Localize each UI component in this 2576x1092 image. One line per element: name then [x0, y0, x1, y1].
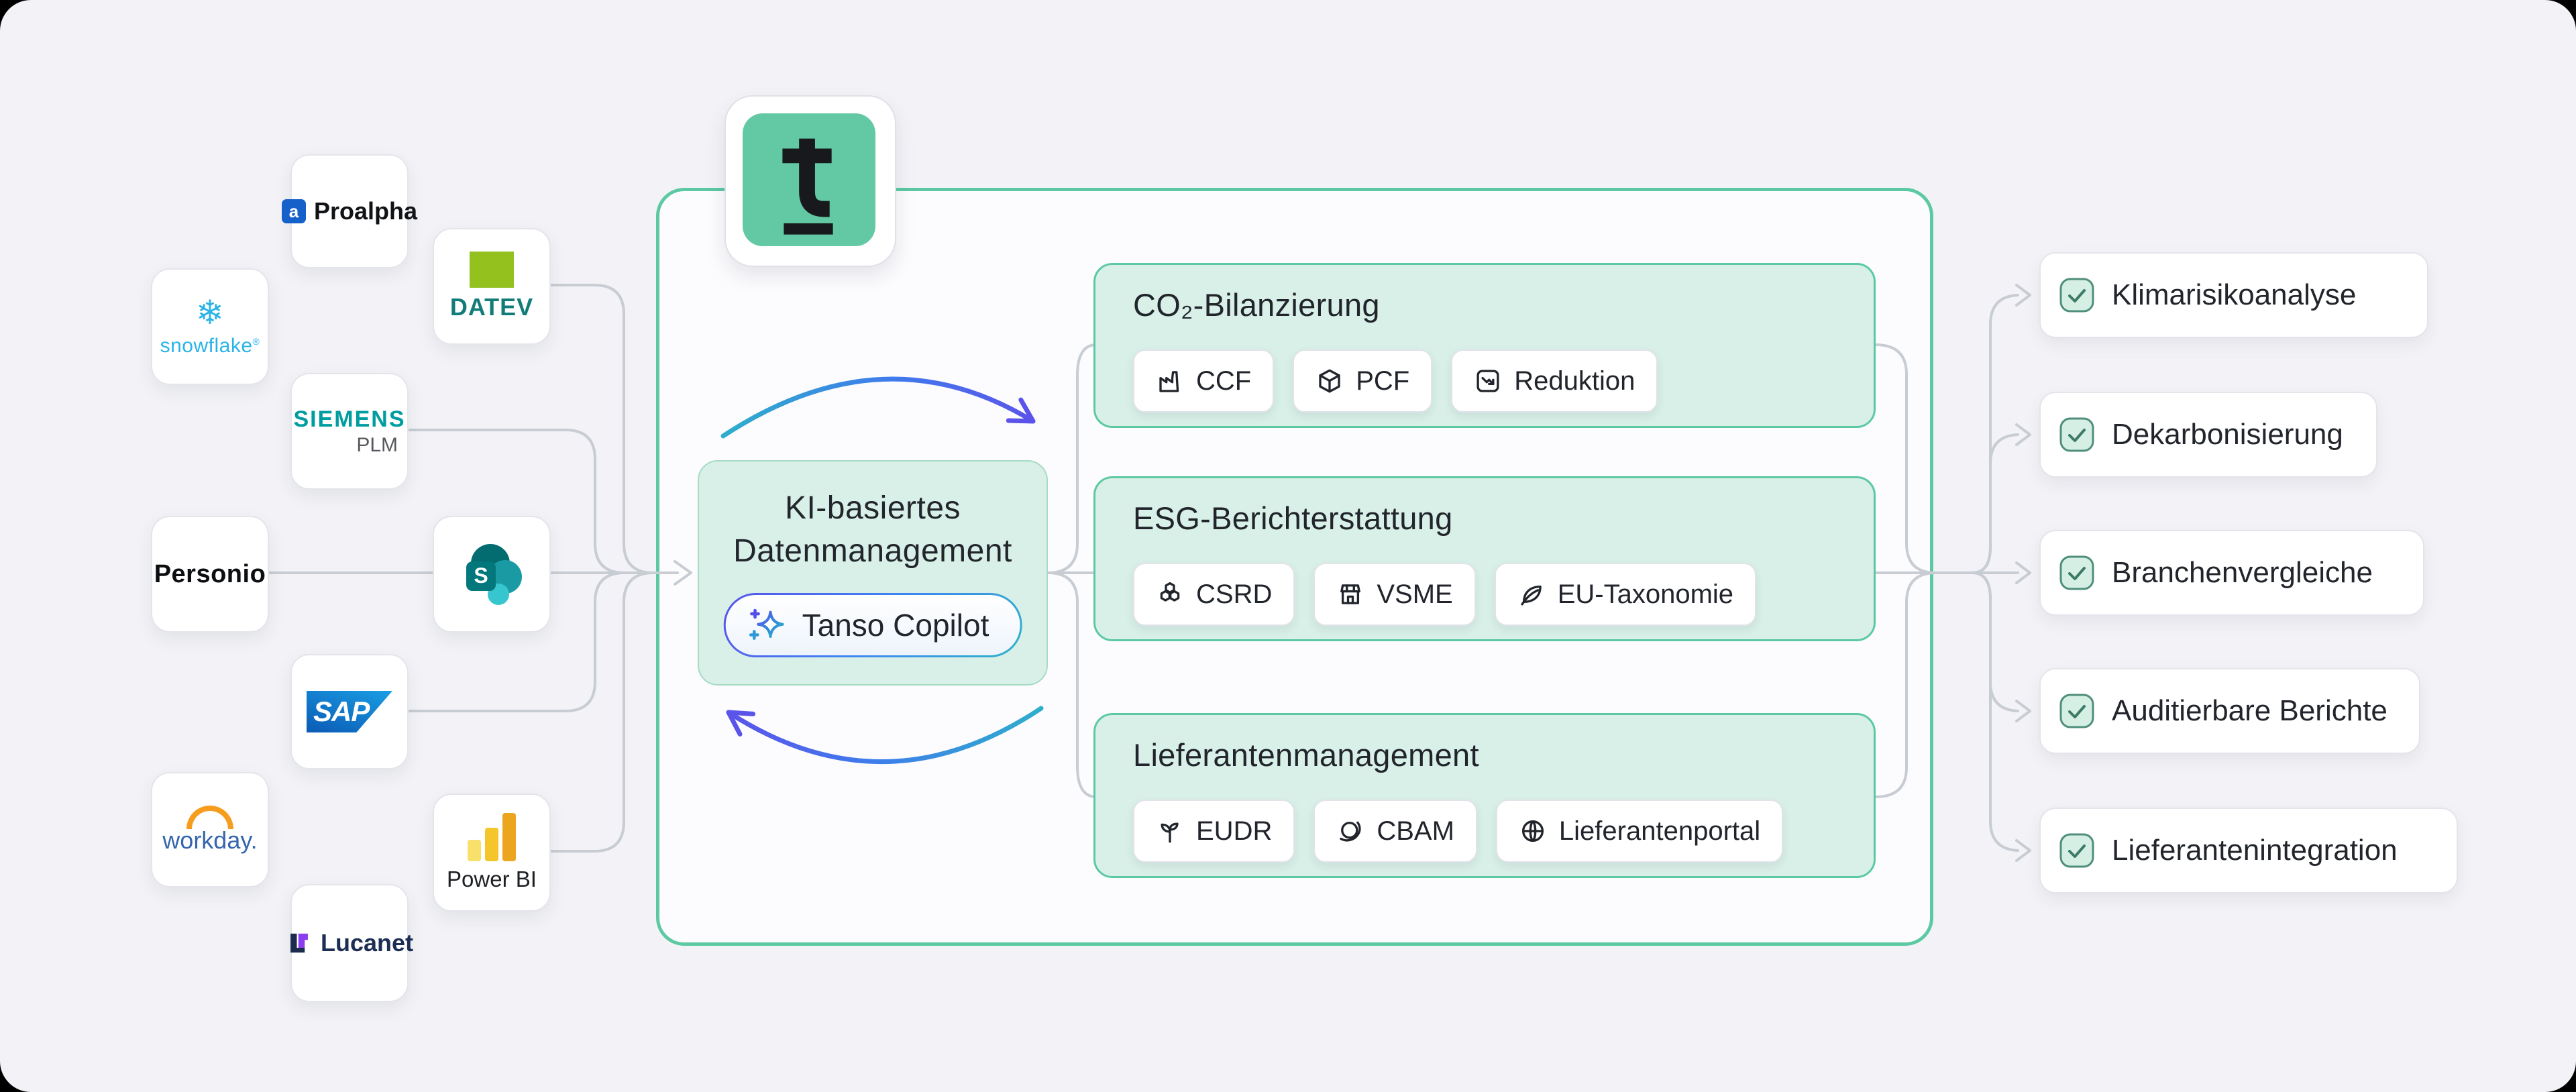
output-label: Klimarisikoanalyse — [2112, 278, 2357, 311]
datev-icon — [470, 252, 514, 288]
powerbi-label: Power BI — [447, 867, 537, 891]
chip-label: EU-Taxonomie — [1557, 579, 1734, 609]
checkbox-checked-icon — [2059, 555, 2094, 590]
output-auditierbare-berichte: Auditierbare Berichte — [2039, 668, 2420, 754]
tanso-logo — [743, 113, 875, 246]
integration-card-sap: SAP — [290, 654, 409, 769]
checkbox-checked-icon — [2059, 278, 2094, 313]
chip-eudr: EUDR — [1133, 800, 1295, 863]
sprout-icon — [1161, 822, 1179, 843]
orbit-icon — [1340, 821, 1361, 842]
chip-pcf: PCF — [1293, 349, 1433, 413]
output-branchenvergleiche: Branchenvergleiche — [2039, 530, 2424, 616]
proalpha-icon: a — [281, 199, 306, 223]
ki-datenmanagement-box: KI-basiertes Datenmanagement Tanso Copil… — [698, 460, 1048, 686]
integration-card-powerbi: Power BI — [433, 794, 551, 912]
svg-text:S: S — [474, 563, 488, 588]
integration-card-personio: Personio — [151, 516, 269, 633]
output-label: Dekarbonisierung — [2112, 418, 2343, 451]
ki-title-line1: KI-basiertes — [784, 490, 961, 526]
sparkle-icon — [749, 608, 784, 640]
integration-card-lucanet: Lucanet — [290, 884, 413, 1002]
integration-card-siemens-plm: SIEMENS PLM — [290, 373, 409, 490]
checkbox-checked-icon — [2059, 833, 2094, 868]
chip-label: Lieferantenportal — [1558, 816, 1761, 846]
chip-label: EUDR — [1196, 816, 1273, 846]
registered-mark: ® — [252, 336, 260, 347]
lucanet-label: Lucanet — [320, 929, 414, 957]
personio-label: Personio — [154, 559, 266, 588]
chip-reduktion: Reduktion — [1451, 349, 1658, 413]
output-dekarbonisierung: Dekarbonisierung — [2039, 392, 2377, 478]
sap-label: SAP — [313, 696, 370, 727]
output-label: Auditierbare Berichte — [2112, 694, 2387, 727]
datev-label: DATEV — [449, 293, 534, 321]
output-lieferantenintegration: Lieferantenintegration — [2039, 808, 2458, 893]
factory-icon — [1159, 371, 1179, 392]
globe-icon — [1521, 820, 1544, 842]
chip-label: CBAM — [1377, 816, 1454, 846]
integration-card-datev: DATEV — [433, 228, 551, 345]
chip-ccf: CCF — [1133, 349, 1275, 413]
chip-eu-taxonomie: EU-Taxonomie — [1494, 563, 1757, 626]
chip-vsme: VSME — [1313, 563, 1476, 626]
output-klimarisikoanalyse: Klimarisikoanalyse — [2039, 252, 2428, 338]
chip-label: VSME — [1377, 579, 1453, 609]
copilot-label: Tanso Copilot — [802, 608, 989, 643]
module-co2-bilanzierung: CO₂-Bilanzierung CCF PCF Reduktion — [1093, 263, 1876, 428]
module-lieferantenmanagement: Lieferantenmanagement EUDR CBAM Lieferan… — [1093, 713, 1876, 878]
module-title: ESG-Berichterstattung — [1133, 500, 1453, 536]
chip-lieferantenportal: Lieferantenportal — [1495, 800, 1784, 863]
chip-label: CCF — [1196, 366, 1252, 396]
siemens-label: SIEMENS — [293, 406, 406, 432]
output-label: Lieferantenintegration — [2112, 834, 2398, 867]
snowflake-icon: ❄ — [196, 294, 224, 331]
integration-card-snowflake: ❄ snowflake® — [151, 268, 269, 385]
sharepoint-icon: S — [466, 544, 522, 605]
chip-label: PCF — [1356, 366, 1410, 396]
leaf-icon — [1521, 585, 1542, 606]
lucanet-icon — [290, 933, 308, 953]
chip-csrd: CSRD — [1133, 563, 1295, 626]
storefront-icon — [1340, 584, 1361, 604]
integration-card-sharepoint: S — [433, 516, 551, 633]
integration-card-proalpha: a Proalpha — [281, 154, 417, 268]
chip-label: CSRD — [1196, 579, 1273, 609]
snowflake-label: snowflake — [160, 335, 253, 357]
proalpha-label: Proalpha — [313, 197, 418, 225]
chip-cbam: CBAM — [1313, 800, 1477, 863]
powerbi-icon — [468, 813, 516, 861]
integration-card-workday: workday. — [151, 772, 269, 887]
checkbox-checked-icon — [2059, 694, 2094, 728]
module-title: CO₂-Bilanzierung — [1133, 287, 1380, 323]
sap-icon: SAP — [307, 691, 392, 732]
workday-label: workday. — [162, 826, 258, 854]
workday-arc-icon — [186, 805, 233, 829]
ki-title-line2: Datenmanagement — [733, 533, 1012, 569]
module-esg-berichterstattung: ESG-Berichterstattung CSRD VSME EU-Taxon… — [1093, 476, 1876, 641]
checkbox-checked-icon — [2059, 417, 2094, 452]
siemens-plm-label: PLM — [356, 433, 398, 456]
cube-icon — [1319, 369, 1340, 393]
trend-down-icon — [1477, 370, 1499, 392]
tanso-logo-card — [724, 95, 896, 267]
output-label: Branchenvergleiche — [2112, 556, 2373, 589]
chip-label: Reduktion — [1514, 366, 1635, 396]
hexagons-icon — [1160, 582, 1180, 602]
module-title: Lieferantenmanagement — [1133, 737, 1479, 773]
tanso-copilot-button: Tanso Copilot — [724, 593, 1022, 657]
